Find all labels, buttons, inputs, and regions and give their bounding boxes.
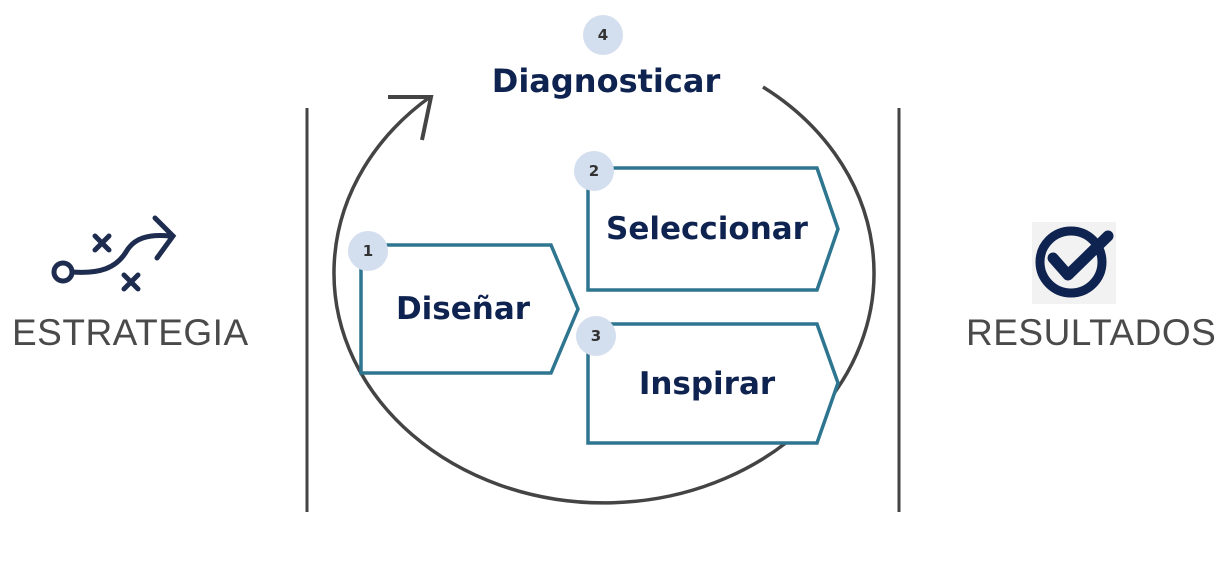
strategy-label: ESTRATEGIA — [12, 312, 249, 353]
step-box-1 — [359, 243, 580, 375]
step-number-1: 1 — [348, 231, 388, 271]
step-label-4: Diagnosticar — [491, 62, 721, 100]
strategy-play-icon — [51, 215, 177, 292]
step-box-2 — [586, 166, 840, 292]
step-box-3 — [586, 322, 840, 445]
step-label-3: Inspirar — [638, 366, 776, 402]
results-label: RESULTADOS — [966, 312, 1217, 353]
step-label-2: Seleccionar — [606, 211, 808, 247]
check-circle-icon — [1032, 222, 1116, 304]
step-number-3: 3 — [576, 316, 616, 356]
step-number-2: 2 — [574, 151, 614, 191]
cycle-arc — [332, 85, 876, 505]
cycle-arrowhead-icon — [388, 95, 434, 141]
step-label-1: Diseñar — [395, 291, 531, 327]
step-number-4: 4 — [583, 15, 623, 55]
